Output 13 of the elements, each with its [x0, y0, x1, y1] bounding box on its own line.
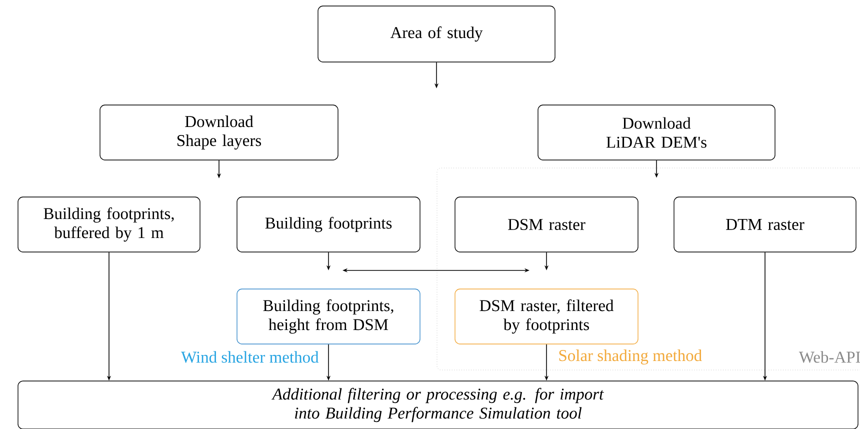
process-box: Download Shape layers: [100, 104, 338, 160]
process-box: DSM raster: [454, 196, 638, 252]
process-box: Area of study: [318, 6, 556, 62]
process-box: Building footprints, buffered by 1 m: [18, 196, 200, 252]
region-label: Web-API: [798, 351, 860, 363]
process-box: DSM raster, filtered by footprints: [454, 288, 638, 344]
process-box: Additional filtering or processing e.g. for import into Building Performance Simulation tool: [18, 380, 858, 429]
process-box: Building footprints, height from DSM: [236, 288, 420, 344]
method-label: Solar shading method: [559, 350, 702, 364]
process-box: DTM raster: [674, 196, 856, 252]
process-box: Download LiDAR DEM's: [538, 104, 776, 160]
process-box: Building footprints: [236, 196, 420, 252]
method-label: Wind shelter method: [181, 351, 319, 363]
